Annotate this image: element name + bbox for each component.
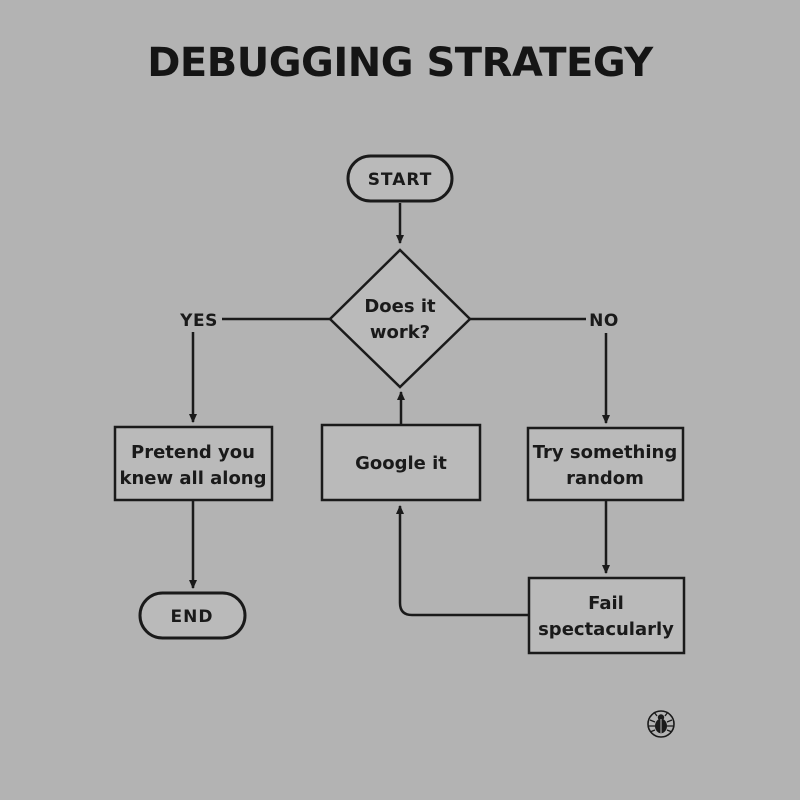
start-label: START [368, 170, 433, 190]
start-terminator-shape [346, 154, 454, 203]
end-label: END [171, 607, 214, 627]
random-label-line1: Try something [533, 442, 678, 463]
end-terminator-shape [138, 591, 247, 640]
pretend-label-line2: knew all along [119, 468, 266, 489]
random-label-line2: random [566, 468, 644, 489]
page-title: DEBUGGING STRATEGY [147, 40, 653, 86]
decision-diamond-shape [328, 248, 472, 389]
no-edge-label: NO [589, 311, 619, 331]
edge-fail-to-google [396, 505, 529, 617]
yes-edge-label: YES [179, 311, 218, 331]
google-process-shape [320, 423, 482, 502]
bug-logo-icon [647, 710, 675, 738]
decision-label-line1: Does it [364, 296, 436, 317]
fail-process-shape [527, 576, 686, 655]
pretend-process-shape [113, 425, 274, 502]
fail-label-line2: spectacularly [538, 619, 674, 640]
pretend-label-line1: Pretend you [131, 442, 255, 463]
google-label: Google it [355, 453, 447, 474]
connectors [189, 203, 610, 617]
fail-label-line1: Fail [588, 593, 624, 614]
decision-label-line2: work? [370, 322, 430, 343]
nodes [113, 154, 686, 655]
node-labels: START Does it work? YES NO Pretend you k… [119, 170, 677, 640]
random-process-shape [526, 426, 685, 502]
